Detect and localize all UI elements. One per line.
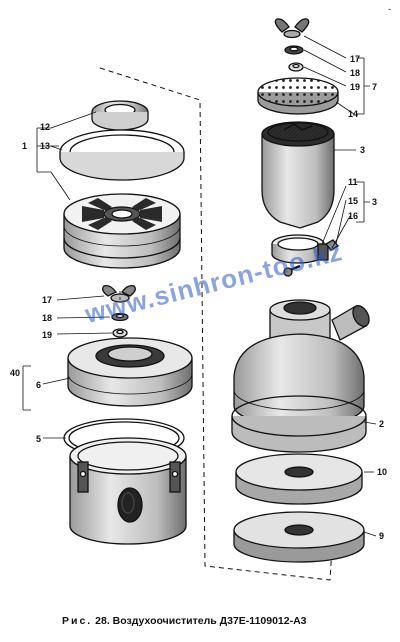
callout-3-upper: 3 bbox=[360, 145, 366, 155]
callout-2: 2 bbox=[379, 419, 385, 429]
callout-12: 12 bbox=[40, 122, 51, 132]
part-filter-element bbox=[63, 193, 181, 269]
callout-17-left: 17 bbox=[42, 295, 53, 305]
corner-mark: - bbox=[388, 4, 391, 14]
part-housing bbox=[69, 437, 187, 545]
callout-13: 13 bbox=[40, 141, 51, 151]
part-19-gasket-left bbox=[112, 328, 128, 338]
callout-18-left: 18 bbox=[42, 313, 53, 323]
caption-text: 28. Воздухоочиститель Д37Е-1109012-А3 bbox=[95, 615, 307, 627]
part-2-body bbox=[231, 299, 370, 453]
part-18-washer-left bbox=[111, 312, 129, 322]
callout-19-right: 19 bbox=[350, 82, 361, 92]
part-15-bolt bbox=[283, 264, 301, 277]
callout-17-right: 17 bbox=[350, 54, 361, 64]
figure-caption: Рис. 28. Воздухоочиститель Д37Е-1109012-… bbox=[62, 615, 307, 627]
part-17-wing-nut-right bbox=[274, 18, 310, 39]
callout-1: 1 bbox=[22, 141, 28, 151]
part-19-gasket-right bbox=[288, 62, 304, 72]
part-6-cover bbox=[67, 337, 193, 407]
callout-40: 40 bbox=[10, 368, 21, 378]
callout-18-right: 18 bbox=[350, 68, 361, 78]
callout-3-bracket: 3 bbox=[372, 197, 378, 207]
callout-11: 11 bbox=[348, 177, 358, 187]
callout-15: 15 bbox=[348, 196, 359, 206]
part-14-perforated-lid bbox=[257, 77, 339, 115]
part-13-gasket bbox=[59, 129, 185, 181]
caption-prefix: Рис. bbox=[62, 615, 93, 627]
callout-5: 5 bbox=[36, 434, 42, 444]
part-11-clamp-ring bbox=[271, 234, 329, 264]
callout-16: 16 bbox=[348, 211, 359, 221]
part-12-ring bbox=[91, 100, 149, 131]
part-3-cyclone-cup bbox=[261, 121, 335, 229]
callout-6: 6 bbox=[36, 380, 42, 390]
part-9-disk bbox=[233, 511, 365, 563]
callout-10: 10 bbox=[377, 467, 388, 477]
part-18-washer-right bbox=[284, 45, 304, 55]
callout-19-left: 19 bbox=[42, 330, 53, 340]
callout-9: 9 bbox=[379, 531, 385, 541]
callout-14: 14 bbox=[348, 109, 359, 119]
part-10-disk bbox=[235, 453, 363, 505]
callout-7: 7 bbox=[372, 82, 378, 92]
